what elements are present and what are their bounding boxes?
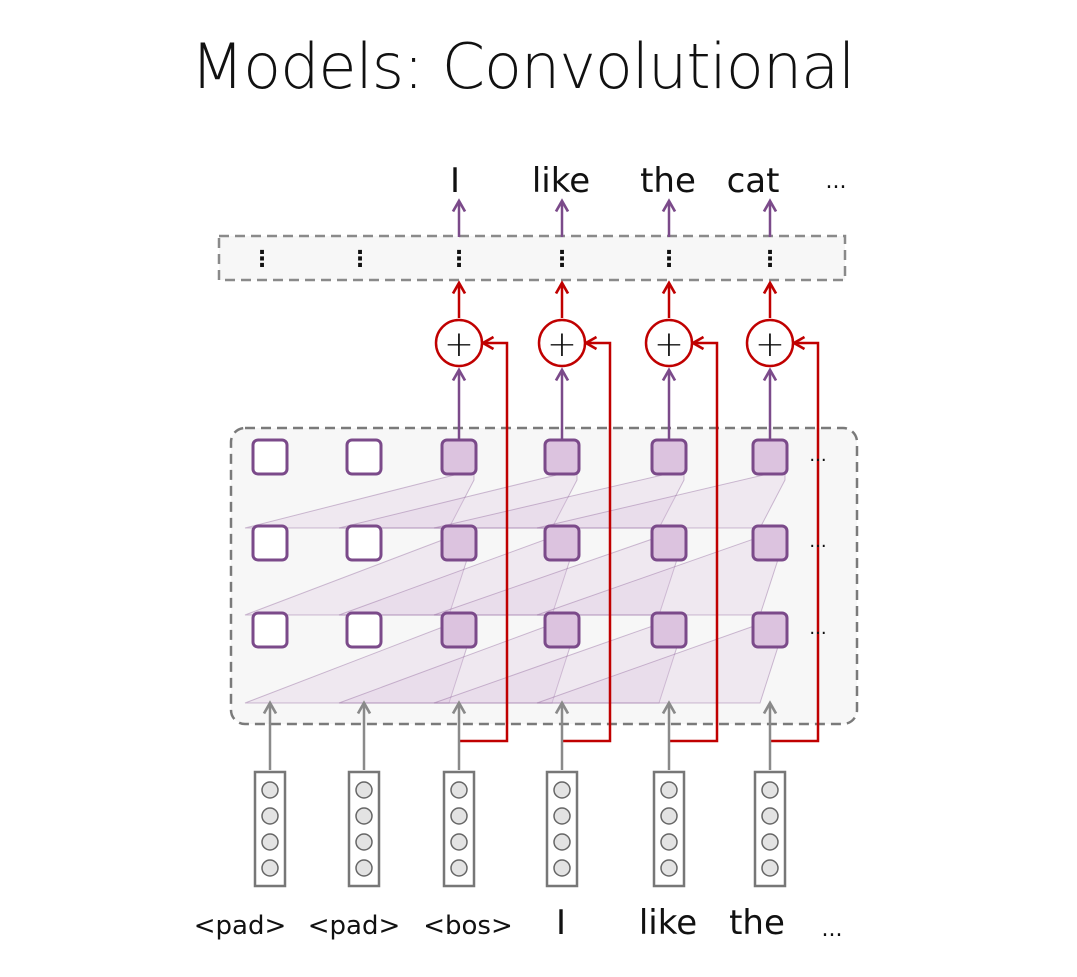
- input-token: I: [556, 903, 566, 943]
- conv-cell-active: [650, 438, 688, 476]
- conv-cell-active: [751, 438, 789, 476]
- embedding-unit: [450, 781, 468, 799]
- conv-cell-active: [440, 438, 478, 476]
- hidden-state-dots: ⋮: [349, 247, 371, 272]
- hidden-state-dots: ⋮: [658, 247, 680, 272]
- output-token: I: [450, 161, 460, 201]
- conv-cell-active: [751, 524, 789, 562]
- flow-arrows: [262, 198, 778, 770]
- embedding-unit: [355, 807, 373, 825]
- conv-cell-empty: [345, 611, 383, 649]
- input-ellipsis: ...: [822, 917, 843, 942]
- residual-add-node: [434, 318, 484, 368]
- convolution-block: [229, 426, 859, 726]
- conv-cell-empty: [345, 438, 383, 476]
- conv-cell-empty: [251, 524, 289, 562]
- conv-cell-active: [751, 611, 789, 649]
- plus-sign: +: [654, 324, 684, 365]
- embedding-unit: [355, 859, 373, 877]
- output-token: like: [532, 161, 590, 201]
- conv-cell-empty: [251, 611, 289, 649]
- page-title: Models: Convolutional: [190, 30, 856, 103]
- embedding-unit: [553, 807, 571, 825]
- conv-cell-empty: [251, 438, 289, 476]
- row-ellipsis: ...: [809, 618, 826, 639]
- embedding-unit: [660, 859, 678, 877]
- row-ellipsis: ...: [809, 445, 826, 466]
- conv-cell-active: [440, 524, 478, 562]
- receptive-field-window: [338, 469, 578, 529]
- input-token: the: [729, 903, 785, 943]
- output-token: the: [640, 161, 696, 201]
- embedding-unit: [261, 781, 279, 799]
- conv-cell-active: [650, 611, 688, 649]
- conv-cell-empty: [345, 524, 383, 562]
- embedding-unit: [553, 781, 571, 799]
- conv-cell-active: [650, 524, 688, 562]
- embedding-unit: [553, 859, 571, 877]
- embedding-unit: [450, 859, 468, 877]
- embedding-unit: [761, 781, 779, 799]
- conv-cells: [251, 438, 789, 649]
- conv-cell-active: [543, 524, 581, 562]
- residual-arrow: [669, 335, 719, 743]
- embedding-unit: [355, 781, 373, 799]
- output-token: cat: [727, 161, 780, 201]
- hidden-state-dots: ⋮: [551, 247, 573, 272]
- residual-add-node: [537, 318, 587, 368]
- row-ellipsis: ...: [809, 531, 826, 552]
- output-hidden-layer: [217, 234, 847, 282]
- residual-add-node: [644, 318, 694, 368]
- residual-arrow: [770, 335, 820, 743]
- residual-arrow: [562, 335, 612, 743]
- residual-arrow: [459, 335, 509, 743]
- hidden-state-dots: ⋮: [759, 247, 781, 272]
- embedding-unit: [450, 807, 468, 825]
- embedding-unit: [553, 833, 571, 851]
- embedding-unit: [450, 833, 468, 851]
- embedding-unit: [355, 833, 373, 851]
- input-token: <pad>: [308, 911, 401, 941]
- conv-windows: [244, 469, 786, 704]
- plus-sign: +: [547, 324, 577, 365]
- residual-add-nodes: + + + +: [434, 318, 795, 368]
- embedding-unit: [261, 833, 279, 851]
- receptive-field-window: [433, 469, 685, 529]
- conv-cell-active: [543, 438, 581, 476]
- hidden-state-dots: ⋮: [448, 247, 470, 272]
- embedding-unit: [761, 807, 779, 825]
- residual-add-node: [745, 318, 795, 368]
- embedding-unit: [660, 781, 678, 799]
- plus-sign: +: [755, 324, 785, 365]
- input-token: <pad>: [194, 911, 287, 941]
- embedding-unit: [261, 859, 279, 877]
- hidden-state-dots: ⋮: [251, 247, 273, 272]
- input-token: <bos>: [423, 911, 513, 941]
- residual-connections: [459, 335, 820, 743]
- embedding-unit: [660, 807, 678, 825]
- plus-sign: +: [444, 324, 474, 365]
- input-embeddings: [253, 770, 787, 888]
- output-ellipsis: ...: [826, 169, 847, 194]
- embedding-unit: [660, 833, 678, 851]
- input-token: like: [639, 903, 697, 943]
- conv-cell-active: [440, 611, 478, 649]
- embedding-unit: [261, 807, 279, 825]
- embedding-unit: [761, 833, 779, 851]
- embedding-unit: [761, 859, 779, 877]
- conv-cell-active: [543, 611, 581, 649]
